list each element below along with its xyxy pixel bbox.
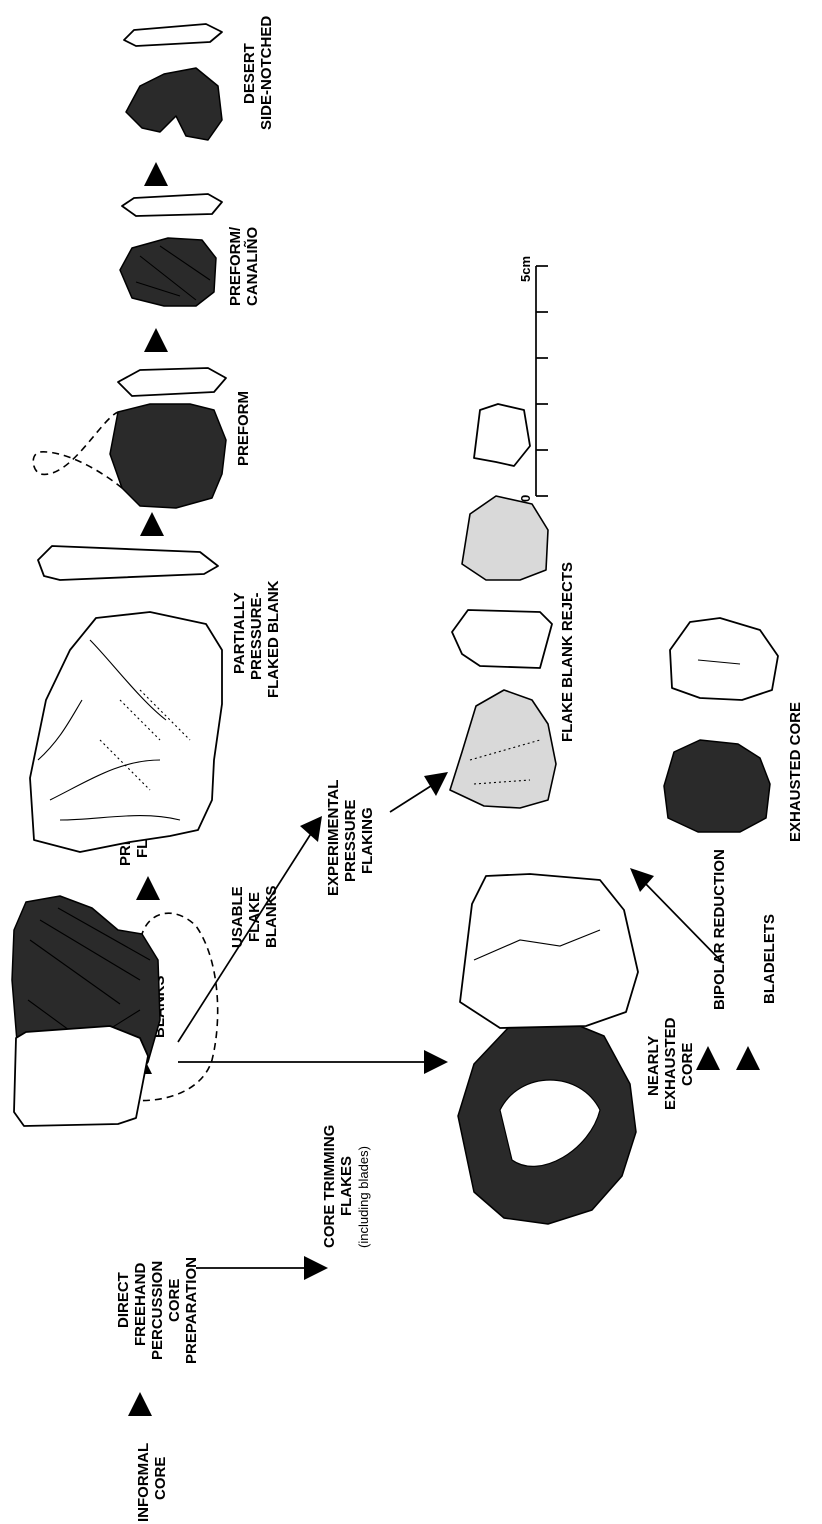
arrowhead (304, 1256, 328, 1280)
arrowhead (424, 1050, 448, 1074)
svg-text:FLAKE BLANK REJECTS: FLAKE BLANK REJECTS (559, 562, 576, 742)
desert-side-notched-drawing (126, 68, 222, 140)
exhausted-core-drawing (664, 740, 770, 832)
svg-text:EXPERIMENTAL PRESSURE: EXPERIMENTAL PRESSURE FLAKING (325, 776, 376, 896)
label-core-trimming-flakes: CORE TRIMMING FLAKES (including blades) (321, 1121, 371, 1249)
svg-text:INFORMALCORE: INFORMALCORE (135, 1443, 169, 1522)
label-exhausted-core: EXHAUSTED CORE (787, 702, 804, 842)
nearly-exhausted-core-drawing (458, 1018, 636, 1224)
usable-flake-profile-drawing (14, 1026, 148, 1126)
flake-blank-reject-1-profile-drawing (452, 610, 552, 668)
svg-text:EXHAUSTED CORE: EXHAUSTED CORE (787, 702, 804, 842)
triangle-arrow (696, 1046, 720, 1070)
triangle-arrow (144, 162, 168, 186)
preform-canalino-drawing (120, 238, 216, 306)
svg-text:DESERT SIDE-NOTCHED: DESERT SIDE-NOTCHED (241, 16, 275, 130)
label-preform-canalino: PREFORM/ CANALIÑO (227, 223, 261, 306)
svg-text:CORE TRIMMING FLAKES: CORE TRIMMING FLAKES (321, 1121, 355, 1249)
label-preform: PREFORM (235, 391, 252, 466)
label-desert-side-notched: DESERT SIDE-NOTCHED (241, 16, 275, 130)
preform-canalino-profile-drawing (122, 194, 222, 216)
scale-end-label: 5cm (518, 256, 533, 282)
arrowhead (300, 816, 322, 842)
svg-text:BIPOLAR REDUCTION: BIPOLAR REDUCTION (711, 849, 728, 1010)
flake-blank-reject-1-drawing (450, 690, 556, 808)
flake-blank-reject-2-profile-drawing (474, 404, 530, 466)
arrowhead (424, 772, 448, 796)
scale-start-label: 0 (518, 495, 533, 502)
partially-pressure-flaked-profile-drawing (38, 546, 218, 580)
preform-drawing (33, 404, 226, 508)
label-usable-flake-blanks: USABLE FLAKE BLANKS (229, 882, 280, 948)
label-partially-pressure-flaked: PARTIALLY PRESSURE- FLAKED BLANK (231, 580, 282, 698)
svg-text:PARTIALLY PRESSURE-: PARTIALLY PRESSURE- FLAKED BLANK (231, 580, 282, 698)
exhausted-core-profile-drawing (670, 618, 778, 700)
svg-text:(including blades): (including blades) (356, 1146, 371, 1248)
scale-bar: 0 5cm (518, 256, 548, 502)
svg-text:BLADELETS: BLADELETS (761, 914, 778, 1004)
label-informal-core: INFORMALCORE (135, 1443, 169, 1522)
triangle-arrow (736, 1046, 760, 1070)
svg-text:DIRECT FREEHAND: DIRECT FREEHAND PERCUSSION CORE PREPARAT… (115, 1257, 200, 1364)
nearly-exhausted-core-profile-drawing (460, 874, 638, 1028)
partially-pressure-flaked-drawing (30, 612, 222, 852)
preform-profile-drawing (118, 368, 226, 396)
triangle-arrow (128, 1392, 152, 1416)
flake-blank-reject-2-drawing (462, 496, 548, 580)
label-direct-freehand-percussion: DIRECT FREEHAND PERCUSSION CORE PREPARAT… (115, 1257, 200, 1364)
label-nearly-exhausted-core: NEARLY EXHAUSTED CORE (645, 1013, 696, 1110)
triangle-arrow (136, 876, 160, 900)
label-flake-blank-rejects: FLAKE BLANK REJECTS (559, 562, 576, 742)
connectors (178, 772, 722, 1280)
svg-text:PREFORM: PREFORM (235, 391, 252, 466)
label-experimental-pressure-flaking: EXPERIMENTAL PRESSURE FLAKING (325, 776, 376, 896)
svg-text:NEARLY EXHAUSTED: NEARLY EXHAUSTED CORE (645, 1013, 696, 1110)
triangle-arrow (144, 328, 168, 352)
svg-text:PREFORM/ CANALIÑO: PREFORM/ CANALIÑO (227, 223, 261, 306)
desert-side-notched-profile-drawing (124, 24, 222, 46)
svg-text:USABLE FLAKE B: USABLE FLAKE BLANKS (229, 882, 280, 948)
label-bipolar-reduction: BIPOLAR REDUCTION (711, 849, 728, 1010)
label-bladelets: BLADELETS (761, 914, 778, 1004)
triangle-arrow (140, 512, 164, 536)
